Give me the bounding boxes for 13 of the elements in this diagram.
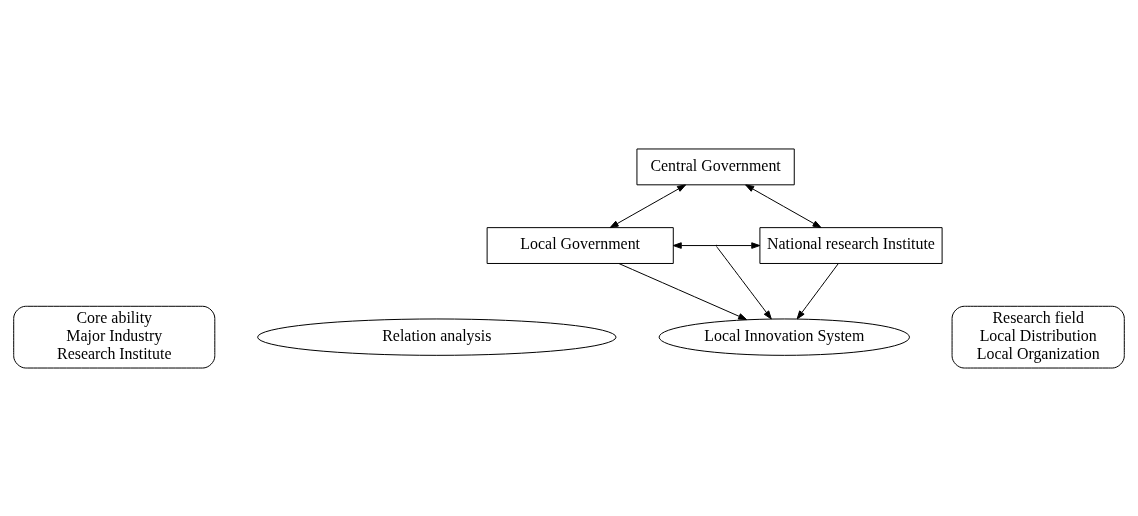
- node-box: Research field Local Distribution Local Organization: [951, 305, 1125, 368]
- node-ellipse: Local Innovation System: [658, 317, 910, 356]
- node-ellipse: Relation analysis: [257, 317, 617, 356]
- arrow: [796, 262, 839, 319]
- node-box: Central Government: [636, 148, 795, 185]
- arrow: [609, 183, 687, 228]
- arrow: [618, 262, 748, 320]
- node-box: Core ability Major Industry Research Institute: [13, 305, 216, 368]
- arrow: [745, 183, 822, 228]
- arrow: [672, 241, 761, 249]
- node-box: Local Government: [486, 226, 674, 264]
- node-box: National research Institute: [759, 226, 943, 264]
- arrow: [716, 245, 772, 319]
